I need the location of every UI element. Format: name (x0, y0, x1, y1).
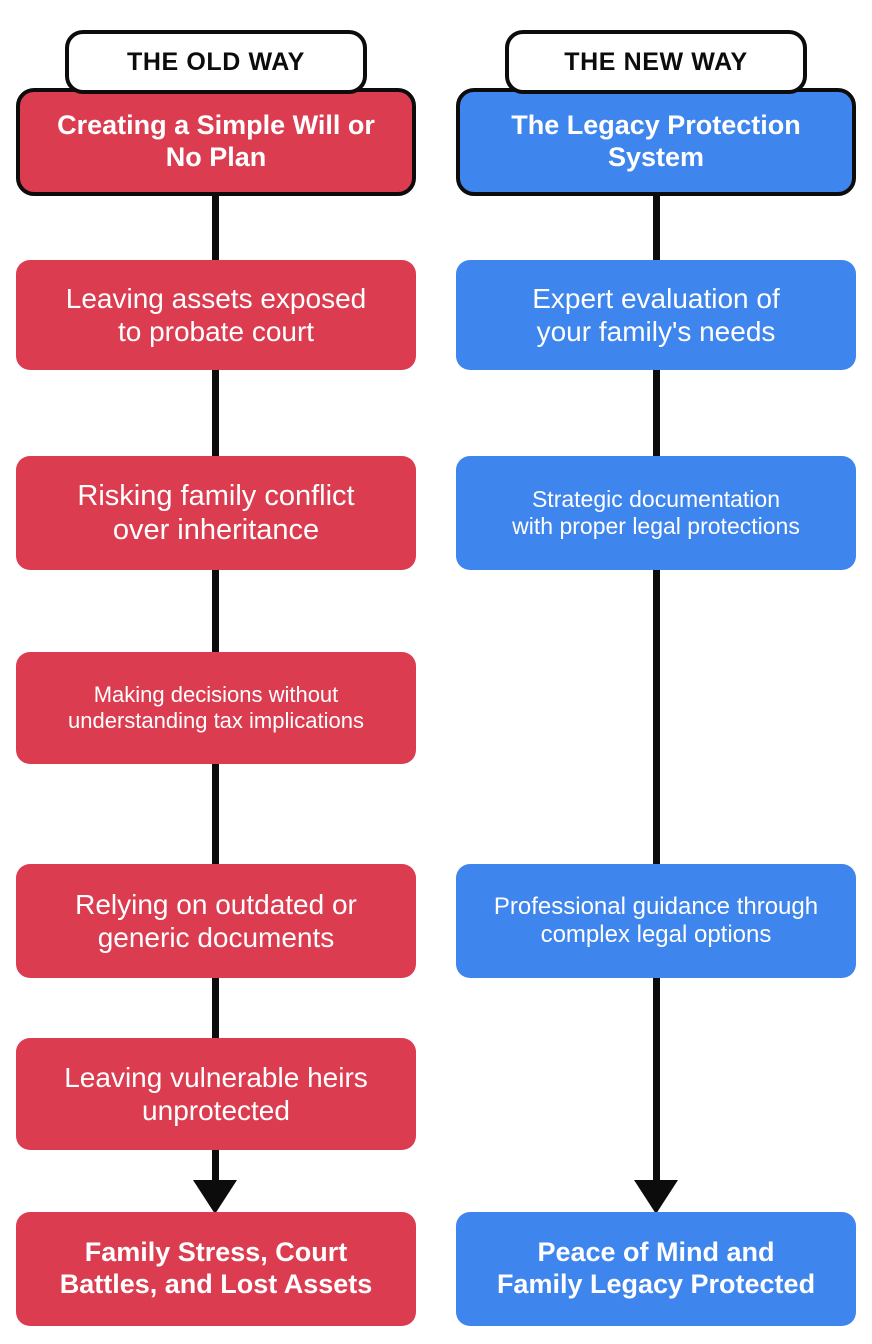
left-node-1[interactable]: Creating a Simple Will or No Plan (16, 88, 416, 196)
left-connector-5 (212, 976, 219, 1040)
left-node-3[interactable]: Risking family conflict over inheritance (16, 456, 416, 570)
header-pill-old-way[interactable]: THE OLD WAY (65, 30, 367, 94)
right-node-2-label: Expert evaluation of your family's needs (532, 282, 780, 347)
left-connector-6 (212, 1148, 219, 1196)
left-arrow-head (193, 1180, 237, 1214)
left-node-2[interactable]: Leaving assets exposed to probate court (16, 260, 416, 370)
right-node-2[interactable]: Expert evaluation of your family's needs (456, 260, 856, 370)
left-connector-2 (212, 368, 219, 458)
left-node-3-label: Risking family conflict over inheritance (77, 479, 355, 546)
right-connector-3 (653, 568, 660, 868)
header-pill-new-way-label: THE NEW WAY (564, 47, 748, 76)
right-node-3[interactable]: Strategic documentation with proper lega… (456, 456, 856, 570)
right-node-5[interactable]: Peace of Mind and Family Legacy Protecte… (456, 1212, 856, 1326)
header-pill-old-way-label: THE OLD WAY (127, 47, 305, 76)
right-node-4-label: Professional guidance through complex le… (493, 892, 819, 948)
left-node-4[interactable]: Making decisions without understanding t… (16, 652, 416, 764)
left-node-6-label: Leaving vulnerable heirs unprotected (64, 1061, 368, 1126)
left-node-6[interactable]: Leaving vulnerable heirs unprotected (16, 1038, 416, 1150)
left-node-7[interactable]: Family Stress, Court Battles, and Lost A… (16, 1212, 416, 1326)
left-connector-4 (212, 762, 219, 866)
left-node-5-label: Relying on outdated or generic documents (75, 888, 357, 953)
left-connector-1 (212, 190, 219, 262)
left-connector-3 (212, 568, 219, 654)
right-connector-1 (653, 190, 660, 262)
right-connector-2 (653, 368, 660, 458)
right-arrow-head (634, 1180, 678, 1214)
right-node-5-label: Peace of Mind and Family Legacy Protecte… (496, 1237, 816, 1299)
left-node-7-label: Family Stress, Court Battles, and Lost A… (59, 1237, 373, 1299)
right-connector-4 (653, 976, 660, 1196)
right-node-1[interactable]: The Legacy Protection System (456, 88, 856, 196)
left-node-1-label: Creating a Simple Will or No Plan (57, 110, 375, 172)
left-node-4-label: Making decisions without understanding t… (68, 682, 364, 733)
right-node-4[interactable]: Professional guidance through complex le… (456, 864, 856, 978)
left-node-2-label: Leaving assets exposed to probate court (65, 282, 367, 347)
right-node-3-label: Strategic documentation with proper lega… (512, 485, 800, 539)
right-node-1-label: The Legacy Protection System (511, 110, 801, 172)
left-node-5[interactable]: Relying on outdated or generic documents (16, 864, 416, 978)
header-pill-new-way[interactable]: THE NEW WAY (505, 30, 807, 94)
